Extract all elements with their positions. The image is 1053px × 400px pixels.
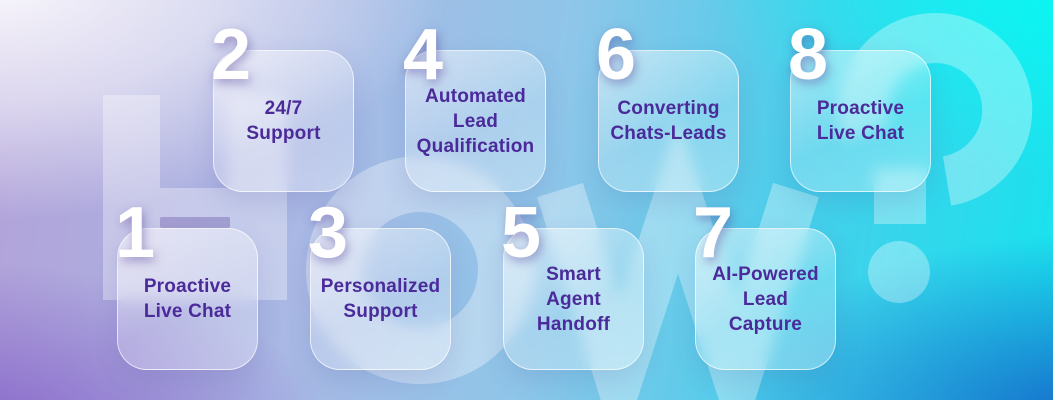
card-step-4: 4 Automated Lead Qualification bbox=[403, 19, 546, 192]
card-number: 3 bbox=[308, 193, 349, 273]
card-step-2: 2 24/7 Support bbox=[211, 19, 354, 192]
card-number: 5 bbox=[501, 193, 542, 273]
card-label: AI-Powered Lead Capture bbox=[712, 263, 819, 335]
card-step-5: 5 Smart Agent Handoff bbox=[501, 197, 644, 370]
card-number: 6 bbox=[596, 15, 637, 95]
card-number: 4 bbox=[403, 15, 444, 95]
card-label: Automated Lead Qualification bbox=[416, 85, 535, 157]
card-number: 8 bbox=[788, 15, 829, 95]
card-step-8: 8 Proactive Live Chat bbox=[788, 19, 931, 192]
card-label: Personalized Support bbox=[320, 276, 441, 322]
card-label: Proactive Live Chat bbox=[143, 276, 232, 322]
question-mark-dot bbox=[868, 241, 930, 303]
card-step-7: 7 AI-Powered Lead Capture bbox=[693, 197, 836, 370]
card-number: 2 bbox=[211, 15, 252, 95]
card-label: Converting Chats-Leads bbox=[610, 98, 727, 144]
card-label: 24/7 Support bbox=[246, 98, 321, 144]
card-label: Smart Agent Handoff bbox=[536, 263, 611, 335]
letter-h-accent-bar bbox=[160, 217, 230, 228]
card-step-1: 1 Proactive Live Chat bbox=[115, 197, 258, 370]
background-word: How? bbox=[0, 0, 1, 1]
card-number: 1 bbox=[115, 193, 156, 273]
card-step-6: 6 Converting Chats-Leads bbox=[596, 19, 739, 192]
card-step-3: 3 Personalized Support bbox=[308, 197, 451, 370]
card-number: 7 bbox=[693, 193, 734, 273]
card-label: Proactive Live Chat bbox=[816, 98, 905, 144]
